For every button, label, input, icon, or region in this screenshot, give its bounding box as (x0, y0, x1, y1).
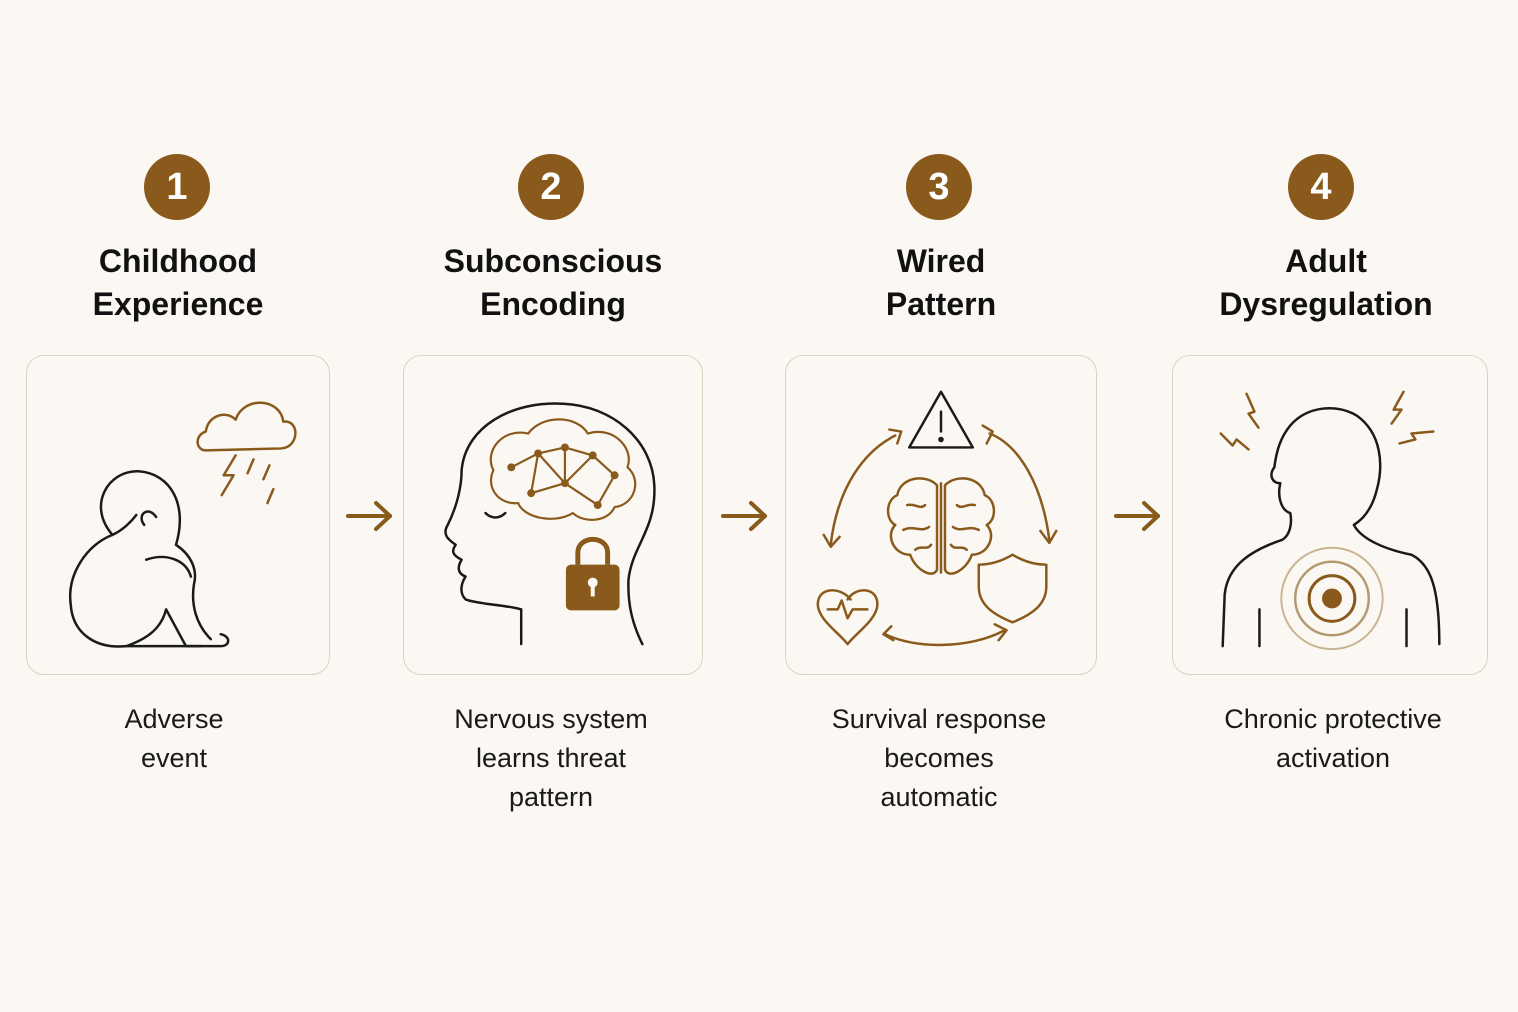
step-description: Chronic protective activation (1224, 704, 1442, 773)
step-number-badge: 4 (1288, 154, 1354, 220)
step-illustration-card (403, 355, 703, 675)
step-title: Subconscious Encoding (443, 243, 663, 322)
step-number-badge: 1 (144, 154, 210, 220)
arrow-right-icon (719, 497, 771, 535)
step-description: Survival response becomes automatic (831, 704, 1047, 812)
arrow-right-icon (344, 497, 396, 535)
step-illustration-card (1172, 355, 1488, 675)
brain-cycle-icon (816, 390, 1058, 647)
person-activation-icon (1219, 390, 1441, 651)
step-number-badge: 2 (518, 154, 584, 220)
child-storm-icon (68, 401, 297, 648)
step-description: Nervous system learns threat pattern (454, 704, 648, 812)
arrow-right-icon (1112, 497, 1164, 535)
step-illustration-card (785, 355, 1097, 675)
step-title: Childhood Experience (92, 243, 264, 322)
brain-lock-icon (444, 402, 656, 646)
step-title: Wired Pattern (885, 243, 997, 322)
step-number-badge: 3 (906, 154, 972, 220)
step-description: Adverse event (124, 704, 224, 773)
step-title: Adult Dysregulation (1219, 243, 1433, 322)
step-illustration-card (26, 355, 330, 675)
